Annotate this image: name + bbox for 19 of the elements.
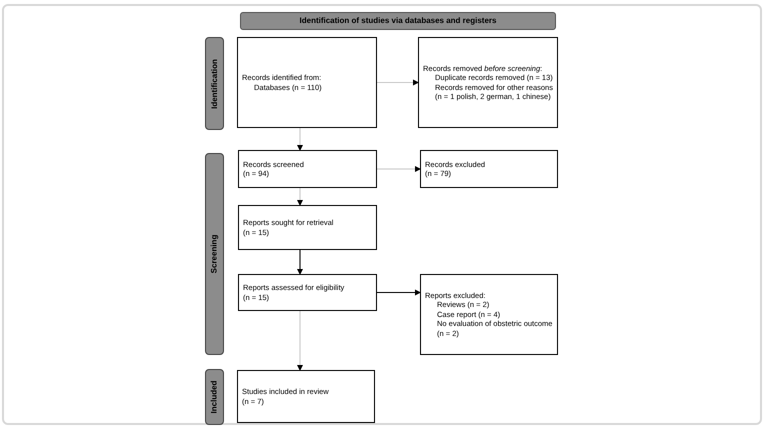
- arrow: [376, 290, 421, 296]
- process-box: [237, 370, 375, 423]
- arrow: [297, 188, 303, 206]
- process-box: [420, 150, 558, 188]
- process-box: [237, 37, 377, 128]
- phase-label: Screening: [205, 153, 224, 355]
- phase-label: Included: [205, 369, 224, 425]
- section-header: Identification of studies via databases and registers: [240, 12, 556, 30]
- arrow: [376, 166, 421, 172]
- arrow: [297, 250, 303, 275]
- arrow: [376, 80, 419, 86]
- arrow: [297, 310, 303, 371]
- process-box: [238, 274, 377, 311]
- phase-label: Identification: [205, 37, 224, 130]
- process-box: [238, 205, 377, 250]
- arrow: [297, 128, 303, 151]
- process-box: [420, 274, 558, 355]
- process-box: [238, 150, 377, 188]
- process-box: [418, 37, 558, 128]
